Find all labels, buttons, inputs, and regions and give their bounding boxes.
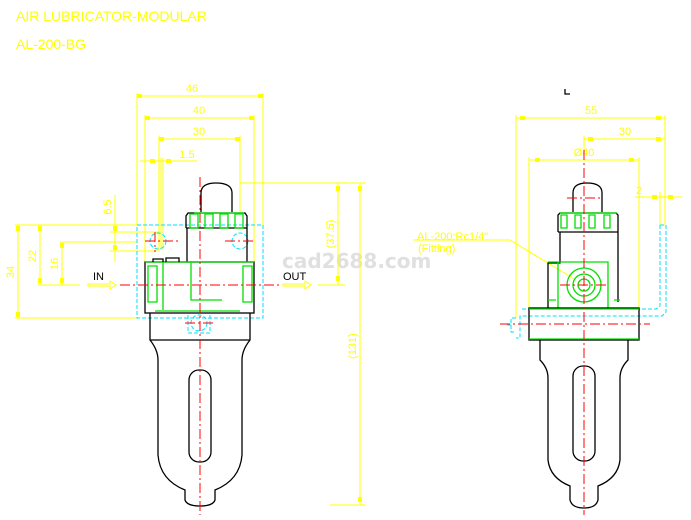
port-out-label: OUT: [283, 271, 307, 283]
dim-30-side: 30: [619, 126, 631, 138]
leader-line: [413, 239, 577, 281]
dim-46: 46: [186, 83, 198, 95]
dim-22: 22: [27, 250, 39, 262]
dim-2: 2: [636, 185, 642, 197]
fitting-callout: AL-200:Rc1/4": [417, 231, 488, 243]
dim-131: (131): [347, 333, 359, 359]
inlet-arrow: [87, 280, 117, 290]
dim-6-5: 6.5: [102, 199, 114, 214]
dim-40: 40: [193, 105, 205, 117]
side-view: 55 30 Ø40 2 AL-200:Rc1/4" (Fitting): [413, 105, 682, 515]
dim-37-5: (37.5): [325, 220, 337, 249]
outlet-arrow: [282, 280, 312, 290]
fitting-callout-note: (Fitting): [418, 243, 455, 255]
dim-34: 34: [5, 266, 17, 278]
watermark: cad2688.com: [282, 249, 431, 273]
dim-55: 55: [585, 105, 597, 117]
dim-30: 30: [193, 126, 205, 138]
drawing-title: AIR LUBRICATOR-MODULAR: [16, 8, 207, 24]
model-number: AL-200-BG: [16, 36, 86, 52]
dim-1-5: 1.5: [179, 149, 194, 161]
corner-mark: [564, 89, 570, 95]
dim-16: 16: [49, 258, 61, 270]
port-in-label: IN: [93, 271, 104, 283]
front-view: 46 40 30 1.5 34 22 16 6.5 (37.5) (131) I…: [5, 83, 365, 515]
